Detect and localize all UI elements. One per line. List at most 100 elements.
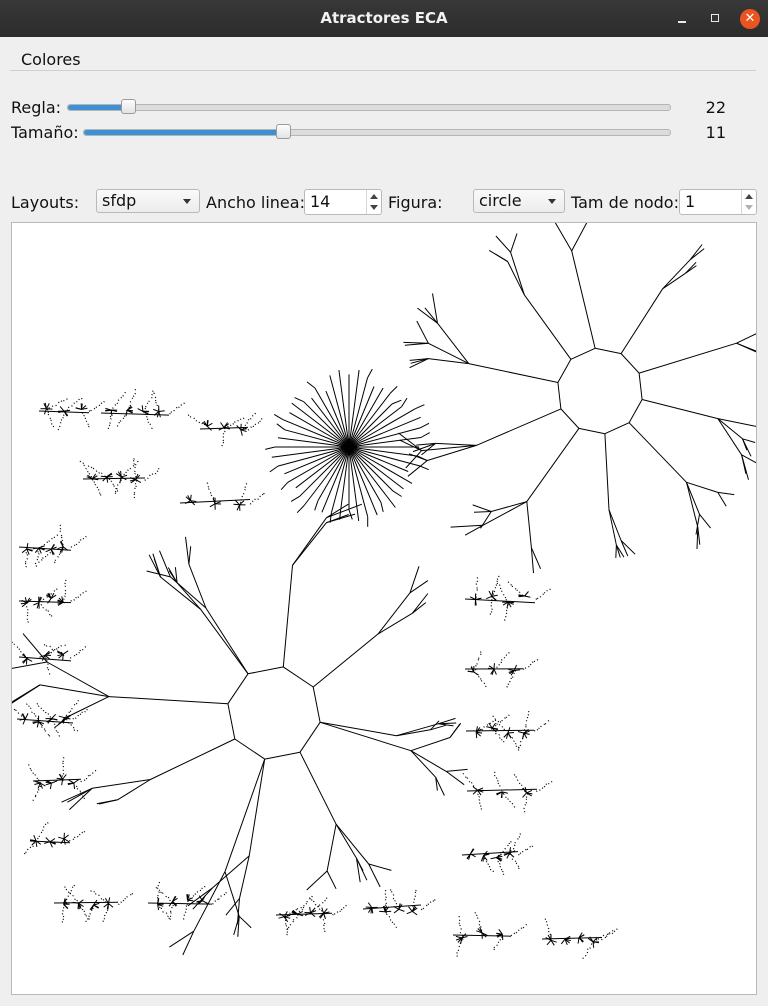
- graph-edge: [185, 908, 187, 910]
- graph-edge: [59, 421, 62, 424]
- regla-slider[interactable]: [67, 99, 671, 114]
- graph-edge: [533, 730, 536, 732]
- graph-edge: [98, 492, 101, 494]
- graph-edge: [205, 607, 249, 675]
- graph-edge: [476, 587, 478, 589]
- tam-nodo-spin-buttons[interactable]: [741, 190, 756, 214]
- graph-edge: [62, 414, 65, 416]
- tamano-value: 11: [705, 123, 726, 142]
- graph-edge: [505, 609, 508, 612]
- graph-edge: [324, 930, 326, 933]
- graph-edge: [38, 561, 40, 563]
- maximize-button[interactable]: [706, 9, 726, 29]
- ancho-spinbox[interactable]: 14: [304, 189, 382, 215]
- graph-edge: [522, 926, 525, 929]
- graph-edge: [519, 852, 522, 854]
- graph-edge: [82, 592, 84, 594]
- graph-edge: [102, 899, 105, 901]
- graph-edge: [26, 612, 29, 614]
- graph-edge: [523, 807, 525, 810]
- graph-edge: [26, 614, 29, 617]
- graph-edge: [507, 602, 510, 604]
- graph-edge: [475, 596, 477, 598]
- graph-edge: [57, 651, 64, 655]
- close-button[interactable]: ✕: [740, 9, 760, 29]
- figura-combo[interactable]: circle: [473, 189, 565, 213]
- spin-up-icon[interactable]: [370, 194, 378, 199]
- graph-edge: [460, 939, 463, 942]
- spin-up-icon[interactable]: [745, 194, 753, 199]
- graph-edge: [48, 735, 51, 737]
- menu-colores[interactable]: Colores: [21, 50, 81, 69]
- graph-edge: [57, 401, 60, 404]
- graph-edge: [318, 904, 321, 906]
- graph-edge: [483, 850, 488, 857]
- graph-edge: [479, 651, 482, 653]
- graph-edge: [348, 387, 384, 448]
- graph-edge: [147, 421, 150, 424]
- graph-edge: [476, 408, 562, 446]
- graph-edge: [73, 729, 76, 731]
- graph-edge: [84, 913, 86, 916]
- graph-edge: [510, 934, 513, 937]
- graph-edge: [60, 838, 65, 845]
- graph-edge: [26, 657, 29, 660]
- graph-canvas[interactable]: [11, 222, 757, 995]
- graph-edge: [46, 596, 48, 598]
- spin-down-icon[interactable]: [745, 205, 753, 210]
- graph-edge: [90, 466, 93, 469]
- chevron-down-icon: [183, 199, 191, 204]
- tamano-slider[interactable]: [83, 124, 671, 139]
- graph-edge: [36, 791, 39, 793]
- regla-slider-handle[interactable]: [121, 99, 137, 114]
- graph-edge: [518, 782, 521, 785]
- graph-edge: [507, 798, 509, 800]
- graph-edge: [37, 789, 40, 791]
- graph-edge: [259, 495, 261, 498]
- graph-edge: [214, 501, 221, 505]
- tamano-slider-handle[interactable]: [276, 124, 292, 139]
- graph-edge: [305, 902, 308, 905]
- graph-edge: [93, 481, 96, 483]
- graph-edge: [527, 714, 530, 716]
- graph-edge: [24, 656, 27, 659]
- graph-edge: [67, 406, 70, 409]
- layouts-combo[interactable]: sfdp: [96, 189, 200, 213]
- graph-edge: [508, 842, 511, 845]
- graph-edge: [42, 606, 44, 609]
- graph-edge: [385, 911, 387, 914]
- minimize-button[interactable]: [672, 9, 692, 29]
- tam-nodo-spinbox[interactable]: 1: [679, 189, 757, 215]
- graph-edge: [210, 494, 213, 497]
- graph-edge: [62, 779, 65, 781]
- graph-edge: [491, 596, 494, 598]
- graph-edge: [502, 740, 505, 743]
- graph-edge: [422, 907, 425, 910]
- graph-edge: [120, 901, 122, 903]
- graph-edge: [37, 782, 41, 789]
- graph-edge: [223, 423, 230, 428]
- graph-edge: [368, 863, 392, 871]
- graph-edge: [37, 551, 39, 553]
- graph-edge: [133, 491, 136, 494]
- graph-edge: [488, 590, 493, 597]
- graph-edge: [491, 501, 527, 512]
- graph-edge: [296, 913, 299, 915]
- graph-edge: [578, 937, 584, 942]
- graph-edge: [500, 868, 503, 871]
- graph-edge: [508, 652, 510, 654]
- graph-edge: [506, 852, 511, 859]
- graph-edge: [405, 450, 422, 469]
- graph-edge: [158, 411, 161, 418]
- spin-down-icon[interactable]: [370, 205, 378, 210]
- graph-edge: [225, 898, 240, 916]
- graph-edge: [689, 248, 705, 261]
- graph-edge: [271, 446, 350, 458]
- graph-edge: [371, 907, 374, 914]
- graph-edge: [438, 722, 457, 725]
- graph-edge: [494, 586, 497, 589]
- graph-edge: [470, 853, 476, 858]
- ancho-spin-buttons[interactable]: [366, 190, 381, 214]
- graph-edge: [475, 597, 482, 600]
- graph-edge: [338, 370, 350, 448]
